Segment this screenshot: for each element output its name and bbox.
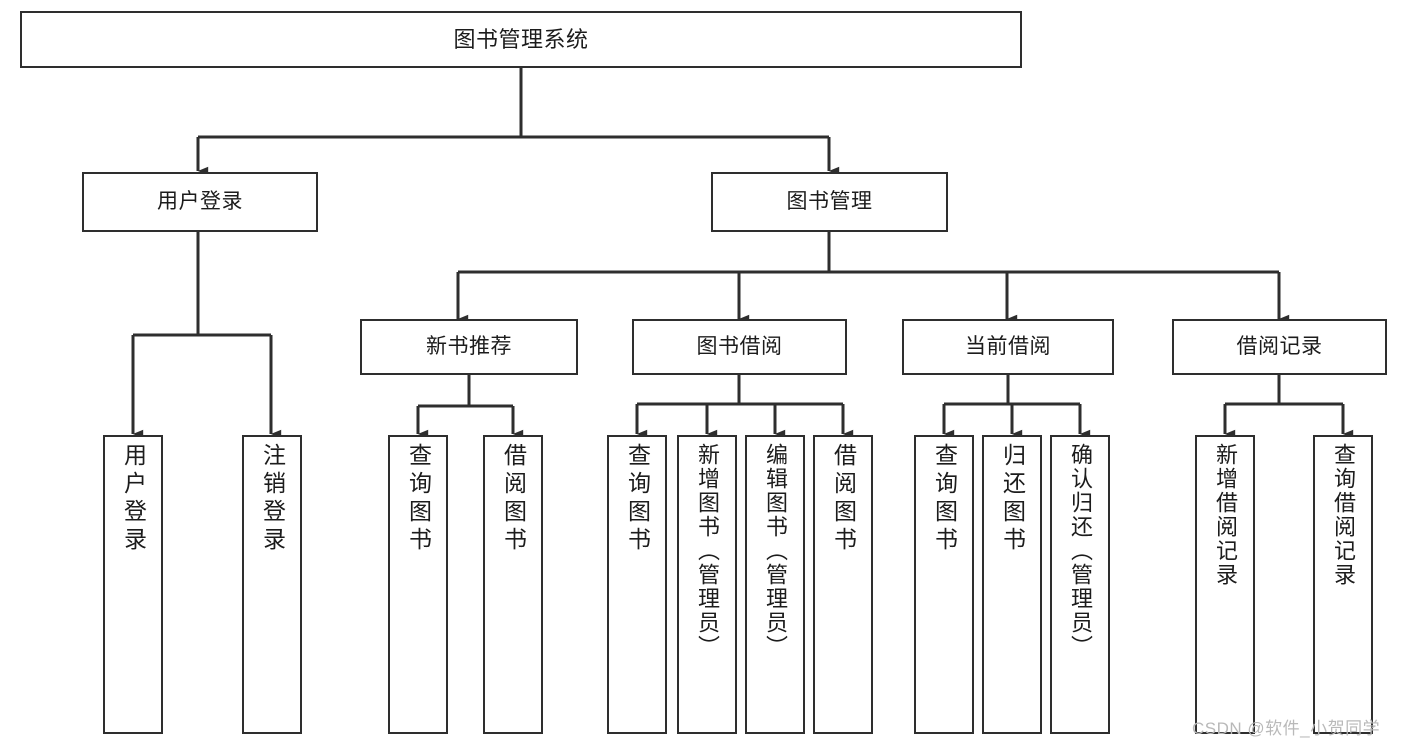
node-leaf-query-book-current[interactable]: 查询图书 bbox=[914, 435, 974, 734]
node-label: 归还图书 bbox=[999, 443, 1026, 555]
node-label: 查询图书 bbox=[624, 443, 651, 555]
node-leaf-query-book-recommend[interactable]: 查询图书 bbox=[388, 435, 448, 734]
node-label: 用户登录 bbox=[120, 443, 147, 555]
node-leaf-borrow-book-recommend[interactable]: 借阅图书 bbox=[483, 435, 543, 734]
node-leaf-borrow-book[interactable]: 借阅图书 bbox=[813, 435, 873, 734]
csdn-watermark: CSDN @软件_小贺同学 bbox=[1192, 719, 1381, 738]
node-leaf-edit-book-admin[interactable]: 编辑图书（管理员） bbox=[745, 435, 805, 734]
node-leaf-query-borrow-record[interactable]: 查询借阅记录 bbox=[1313, 435, 1373, 734]
node-label: 图书管理 bbox=[786, 189, 873, 213]
node-leaf-logout-login[interactable]: 注销登录 bbox=[242, 435, 302, 734]
node-label: 新增图书（管理员） bbox=[695, 443, 720, 659]
node-leaf-query-book-borrow[interactable]: 查询图书 bbox=[607, 435, 667, 734]
node-new-book-recommend[interactable]: 新书推荐 bbox=[360, 319, 578, 375]
node-leaf-add-borrow-record[interactable]: 新增借阅记录 bbox=[1195, 435, 1255, 734]
node-current-borrow[interactable]: 当前借阅 bbox=[902, 319, 1114, 375]
node-user-login[interactable]: 用户登录 bbox=[82, 172, 318, 232]
node-label: 查询借阅记录 bbox=[1331, 443, 1356, 587]
node-label: 图书借阅 bbox=[696, 334, 783, 358]
node-label: 注销登录 bbox=[259, 443, 286, 555]
node-label: 用户登录 bbox=[157, 189, 243, 213]
node-leaf-return-book[interactable]: 归还图书 bbox=[982, 435, 1042, 734]
node-label: 查询图书 bbox=[405, 443, 432, 555]
node-label: 新增借阅记录 bbox=[1213, 443, 1238, 587]
node-label: 当前借阅 bbox=[965, 334, 1051, 358]
node-label: 查询图书 bbox=[931, 443, 958, 555]
node-label: 编辑图书（管理员） bbox=[763, 443, 788, 659]
node-label: 新书推荐 bbox=[426, 334, 512, 358]
node-book-borrow[interactable]: 图书借阅 bbox=[632, 319, 847, 375]
node-book-manage[interactable]: 图书管理 bbox=[711, 172, 948, 232]
node-label: 借阅图书 bbox=[830, 443, 857, 555]
node-leaf-add-book-admin[interactable]: 新增图书（管理员） bbox=[677, 435, 737, 734]
node-label: 图书管理系统 bbox=[453, 26, 589, 52]
node-leaf-confirm-return-admin[interactable]: 确认归还（管理员） bbox=[1050, 435, 1110, 734]
node-label: 确认归还（管理员） bbox=[1068, 443, 1093, 659]
node-label: 借阅图书 bbox=[500, 443, 527, 555]
node-label: 借阅记录 bbox=[1236, 334, 1323, 358]
node-leaf-user-login[interactable]: 用户登录 bbox=[103, 435, 163, 734]
node-root-book-management-system[interactable]: 图书管理系统 bbox=[20, 11, 1022, 68]
node-borrow-record[interactable]: 借阅记录 bbox=[1172, 319, 1387, 375]
